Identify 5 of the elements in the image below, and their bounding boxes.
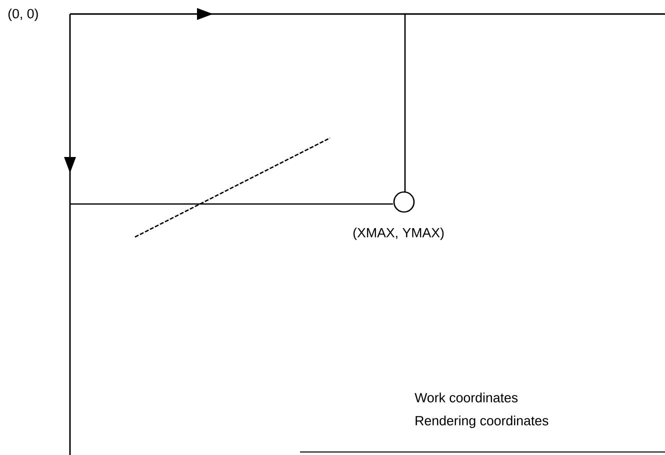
legend-text: Rendering coordinates (416, 416, 548, 428)
coordinate-label: (0, 0) (8, 8, 38, 22)
legend-text: Work coordinates (414, 392, 518, 402)
corner-marker (393, 191, 415, 213)
coordinate-label: (XMAX, YMAX) (353, 228, 444, 240)
